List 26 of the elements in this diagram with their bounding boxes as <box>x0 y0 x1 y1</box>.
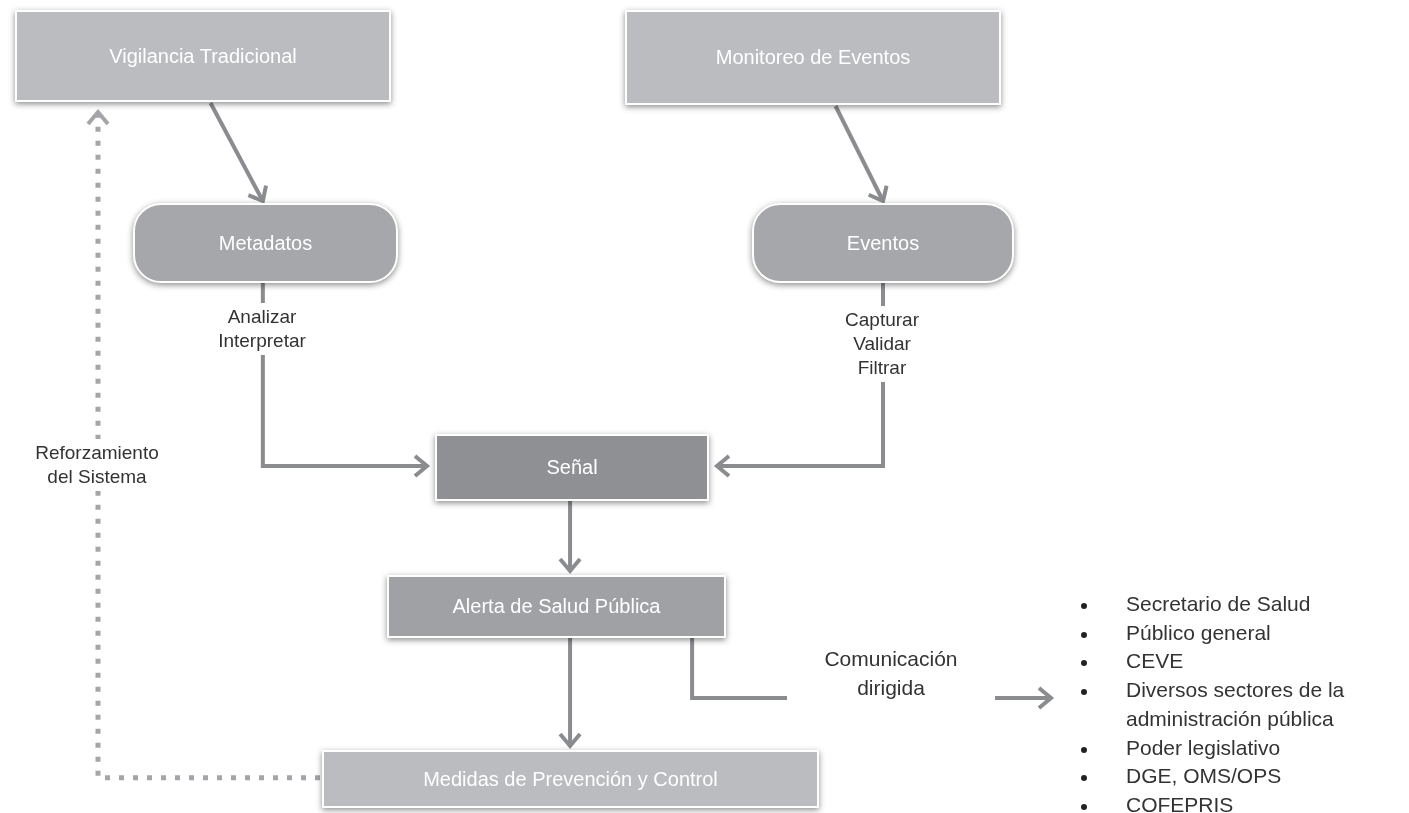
list-item: Secretario de Salud <box>1126 591 1311 617</box>
list-item: DGE, OMS/OPS <box>1126 763 1282 790</box>
process-box <box>625 10 1001 105</box>
process-box <box>15 10 391 102</box>
arrow <box>558 638 583 748</box>
list-item: Diversos sectores de la administración pública <box>1126 677 1346 732</box>
node-label: Vigilancia Tradicional <box>109 44 297 68</box>
process-box <box>322 750 819 808</box>
list-item: Poder legislativo <box>1126 734 1281 761</box>
node-label: Metadatos <box>218 231 313 255</box>
process-box <box>435 434 709 501</box>
list-item: COFEPRIS <box>1126 791 1234 813</box>
arrow <box>558 501 583 573</box>
arrow <box>86 110 320 781</box>
node-label: Monitoreo de Eventos <box>715 46 911 69</box>
rounded-box <box>133 203 398 283</box>
node-label: Eventos <box>846 231 920 255</box>
arrow <box>208 102 268 203</box>
process-box <box>387 575 726 638</box>
node-label: Alerta de Salud Pública <box>452 595 661 618</box>
rounded-box <box>752 203 1014 283</box>
node-label: Medidas de Prevención y Control <box>423 767 718 791</box>
arrow <box>833 105 889 203</box>
list-item: Público general <box>1126 619 1271 646</box>
node-label: Señal <box>546 456 598 479</box>
list-item: CEVE <box>1126 648 1184 675</box>
